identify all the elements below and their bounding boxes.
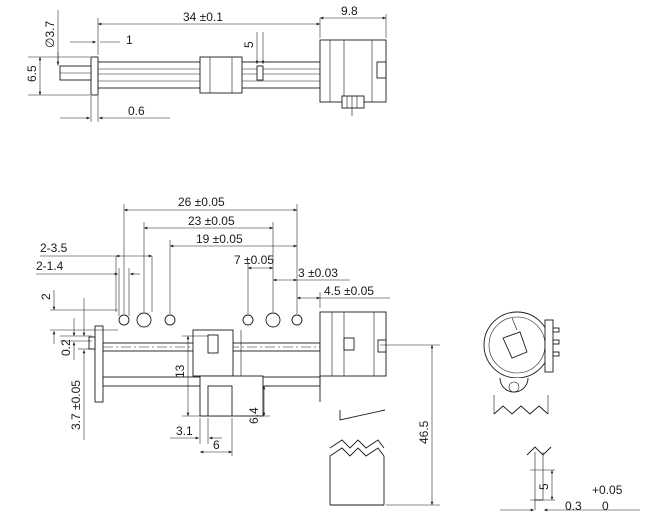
dim-tolerance-zero: 0 xyxy=(602,499,609,513)
hole-3 xyxy=(164,314,176,326)
dim-3-1: 3.1 xyxy=(176,424,193,438)
dim-4-5: 4.5 ±0.05 xyxy=(324,284,374,298)
hole-2 xyxy=(136,312,152,328)
dim-34: 34 ±0.1 xyxy=(183,10,223,24)
side-mount-tab xyxy=(499,377,529,393)
hole-1 xyxy=(118,314,130,326)
dim-6-4: 6.4 xyxy=(247,407,261,424)
hole-5 xyxy=(265,312,281,328)
dim-5-detail: 5 xyxy=(537,483,551,490)
dim-23: 23 ±0.05 xyxy=(188,214,235,228)
side-view xyxy=(483,311,560,415)
dim-3: 3 ±0.03 xyxy=(298,266,338,280)
top-left-bracket xyxy=(90,56,99,96)
dim-9-8: 9.8 xyxy=(341,4,358,18)
dim-1: 1 xyxy=(126,33,133,47)
front-view: 26 ±0.05 23 ±0.05 19 ±0.05 2-3.5 2-1.4 7… xyxy=(36,195,440,506)
top-view: 34 ±0.1 9.8 1 5 ∅3.7 6.5 0.6 xyxy=(25,4,387,122)
dim-0-6: 0.6 xyxy=(128,104,145,118)
dim-diameter: ∅3.7 xyxy=(43,21,57,48)
dim-26: 26 ±0.05 xyxy=(178,195,225,209)
dim-5-top: 5 xyxy=(242,41,256,48)
dim-2-left: 2 xyxy=(39,293,53,300)
dim-6: 6 xyxy=(213,438,220,452)
dim-2-3-5: 2-3.5 xyxy=(40,241,68,255)
dim-tolerance-plus: +0.05 xyxy=(592,483,623,497)
top-slider xyxy=(199,56,243,94)
dim-46-5: 46.5 xyxy=(417,420,431,444)
dim-13: 13 xyxy=(173,364,187,378)
dim-2-1-4: 2-1.4 xyxy=(36,259,64,273)
hole-6 xyxy=(291,314,303,326)
dim-3-7: 3.7 ±0.05 xyxy=(69,380,83,430)
top-motor-pins xyxy=(341,95,365,109)
dim-6-5: 6.5 xyxy=(25,65,39,82)
detail-view: 5 +0.05 0.3 0 xyxy=(500,446,640,513)
side-pin-block xyxy=(544,319,554,373)
dim-0-3: 0.3 xyxy=(565,499,582,513)
dim-0-2: 0.2 xyxy=(59,339,73,356)
hole-4 xyxy=(242,314,254,326)
dim-7: 7 ±0.05 xyxy=(234,253,274,267)
side-shaft-flat xyxy=(502,331,528,359)
front-left-bracket xyxy=(94,325,104,403)
dim-19: 19 ±0.05 xyxy=(196,232,243,246)
